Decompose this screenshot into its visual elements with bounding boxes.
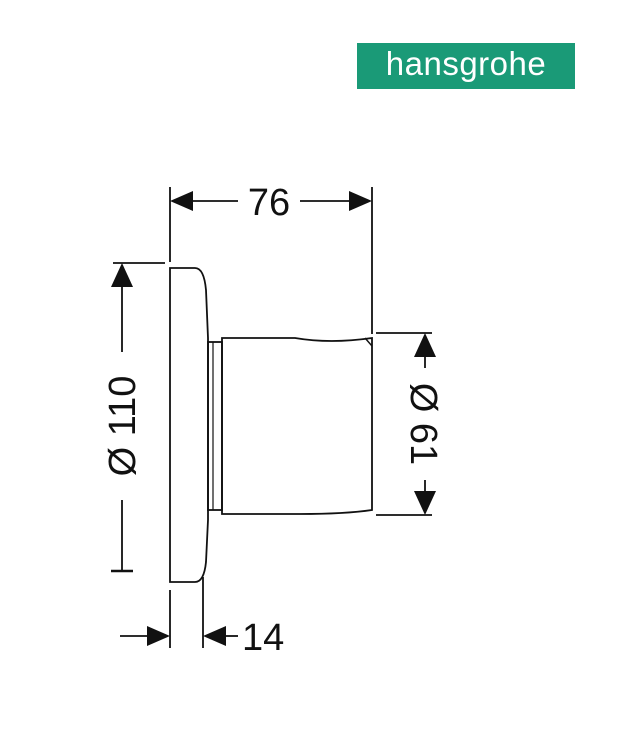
arrowhead bbox=[203, 626, 226, 646]
arrowhead bbox=[349, 191, 372, 211]
arrowhead bbox=[147, 626, 170, 646]
dimension-label-61: Ø 61 bbox=[402, 383, 444, 465]
hansgrohe-logo: hansgrohe bbox=[357, 43, 575, 89]
arrowhead bbox=[111, 263, 133, 287]
arrowhead bbox=[414, 333, 436, 357]
collar-outline bbox=[207, 341, 223, 511]
dimension-label-76: 76 bbox=[248, 182, 290, 224]
handle-outline bbox=[221, 336, 373, 515]
arrowhead bbox=[170, 191, 193, 211]
dimension-label-14: 14 bbox=[242, 617, 284, 659]
wall-plate-outline bbox=[169, 267, 209, 583]
dimension-label-110: Ø 110 bbox=[102, 376, 144, 477]
arrowhead bbox=[414, 491, 436, 515]
